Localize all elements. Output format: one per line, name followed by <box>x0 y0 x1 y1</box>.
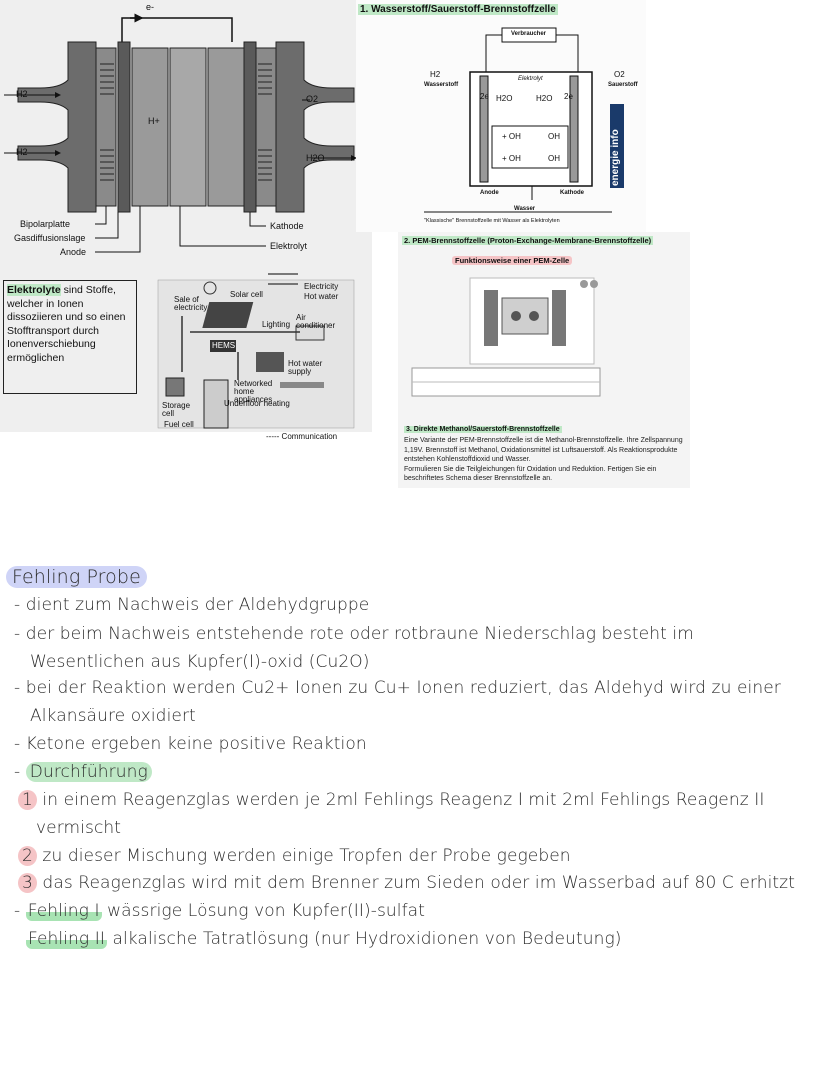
fehling-probe-heading: Fehling Probe <box>6 566 147 588</box>
step-2-line: 2 zu dieser Mischung werden einige Tropf… <box>18 846 571 866</box>
electron-label: e- <box>146 2 155 12</box>
note-line: - bei der Reaktion werden Cu2+ Ionen zu … <box>14 678 781 698</box>
elektrolyte-definition: sind Stoffe, welcher in Ionen dissoziier… <box>7 284 126 364</box>
kathode-cell-label: Kathode <box>560 190 584 196</box>
wasserstoff-cell-drawing <box>424 27 624 213</box>
underfloor-heating-label: Underfloor heating <box>224 399 290 408</box>
gasdiffusionslage-label: Gasdiffusionslage <box>14 233 86 243</box>
fehling-2-term: Fehling II <box>26 929 107 949</box>
fuelcell-stack-drawing <box>4 13 357 253</box>
wasserstoff-caption: "Klassische" Brennstoffzelle mit Wasser … <box>424 218 560 224</box>
step-3-number: 3 <box>18 873 37 893</box>
methanol-text: Eine Variante der PEM-Brennstoffzelle is… <box>404 436 683 484</box>
sale-of-electricity-label: Sale of electricity <box>174 295 208 312</box>
h2-bottom-label: H2 <box>16 147 28 157</box>
elektrolyte-definition-panel: Elektrolyte sind Stoffe, welcher in Ione… <box>0 262 150 432</box>
oh-left-bottom: + OH <box>502 154 521 163</box>
step-2-number: 2 <box>18 846 37 866</box>
bipolarplatte-label: Bipolarplatte <box>20 219 71 229</box>
elektrolyte-term: Elektrolyte <box>7 284 61 296</box>
note-line: - der beim Nachweis entstehende rote ode… <box>14 624 694 644</box>
h2o-label: H2O <box>306 153 325 163</box>
methanol-text-line: Formulieren Sie die Teilgleichungen für … <box>404 465 657 473</box>
fuelcell-stack-figure: e- H2 H2 O2 H2O H+ Bipolarplatte Gasdiff… <box>0 0 372 262</box>
energie-info-brand: energie info <box>610 129 621 186</box>
communication-legend: ----- Communication <box>266 432 338 441</box>
step-2-text: zu dieser Mischung werden einige Tropfen… <box>36 846 571 866</box>
oh-right-bottom: OH <box>548 154 560 163</box>
wasserstoff-label: Wasserstoff <box>424 82 459 88</box>
methanol-text-line: 1,19V. Brennstoff ist Methanol, Oxidatio… <box>404 446 678 454</box>
note-line: - dient zum Nachweis der Aldehydgruppe <box>14 595 370 615</box>
fehling-2-text: alkalische Tatratlösung (nur Hydroxidion… <box>106 929 622 949</box>
fehling-2-line: Fehling II alkalische Tatratlösung (nur … <box>26 929 622 949</box>
step-1-text: in einem Reagenzglas werden je 2ml Fehli… <box>36 790 765 810</box>
kathode-label: Kathode <box>270 221 304 231</box>
wasserstoff-panel: 1. Wasserstoff/Sauerstoff-Brennstoffzell… <box>356 0 646 232</box>
step-1-line: 1 in einem Reagenzglas werden je 2ml Feh… <box>18 790 764 810</box>
step-1-number: 1 <box>18 790 37 810</box>
methanol-heading: 3. Direkte Methanol/Sauerstoff-Brennstof… <box>404 426 562 433</box>
h2o-cathode-top: H2O <box>536 94 553 103</box>
note-line: - Ketone ergeben keine positive Reaktion <box>14 734 367 754</box>
solar-cell-label: Solar cell <box>230 290 263 299</box>
verbraucher-label: Verbraucher <box>511 31 547 37</box>
h2-top-label: H2 <box>16 89 28 99</box>
oh-left-top: + OH <box>502 132 521 141</box>
home-energy-figure: Electricity Hot water Sale of electricit… <box>150 262 372 441</box>
storage-cell-label: Storage cell <box>162 401 191 418</box>
elektrolyt-label: Elektrolyt <box>270 241 308 251</box>
fehling-1-line: - Fehling I wässrige Lösung von Kupfer(I… <box>14 901 425 921</box>
legend-hot-water: Hot water <box>304 292 339 301</box>
wasserstoff-title: 1. Wasserstoff/Sauerstoff-Brennstoffzell… <box>358 4 558 15</box>
o2-label: O2 <box>306 94 319 104</box>
step-3-line: 3 das Reagenzglas wird mit dem Brenner z… <box>18 873 795 893</box>
fehling-1-term: Fehling I <box>25 901 102 921</box>
durchfuehrung-heading: Durchführung <box>25 762 152 782</box>
lighting-label: Lighting <box>262 320 291 329</box>
step-1-continuation: vermischt <box>36 818 122 838</box>
durchfuehrung-line: - Durchführung <box>14 762 152 782</box>
durchfuehrung-dash: - <box>14 762 26 782</box>
elektrolyt-cell-label: Elektrolyt <box>518 76 543 82</box>
h2-inlet-label: H2 <box>430 70 441 79</box>
two-e-right: 2e <box>564 92 573 101</box>
step-3-text: das Reagenzglas wird mit dem Brenner zum… <box>36 873 795 893</box>
note-line: Alkansäure oxidiert <box>30 706 196 726</box>
o2-inlet-label: O2 <box>614 70 625 79</box>
h2o-anode-top: H2O <box>496 94 513 103</box>
oh-right-top: OH <box>548 132 560 141</box>
fehling-1-dash: - <box>14 901 26 921</box>
hems-label: HEMS <box>212 341 236 350</box>
two-e-left: 2e <box>480 92 489 101</box>
methanol-text-line: Eine Variante der PEM-Brennstoffzelle is… <box>404 437 683 444</box>
wasser-label: Wasser <box>514 206 536 212</box>
fehling-1-text: wässrige Lösung von Kupfer(II)-sulfat <box>101 901 425 921</box>
pem-cell-drawing <box>411 277 601 397</box>
elektrolyte-definition-box: Elektrolyte sind Stoffe, welcher in Ione… <box>3 280 137 394</box>
pem-panel: 2. PEM-Brennstoffzelle (Proton-Exchange-… <box>398 232 690 488</box>
methanol-text-line: beschriftetes Schema dieser Brennstoffze… <box>404 475 553 482</box>
networked-appliances-label: Networked home appliances <box>234 379 273 404</box>
proton-label: H+ <box>148 116 160 126</box>
home-energy-drawing <box>157 273 355 429</box>
hot-water-supply-label: Hot water supply <box>288 359 323 376</box>
notes-heading: Fehling Probe <box>6 566 147 588</box>
legend-electricity: Electricity <box>304 282 339 291</box>
pem-title: 2. PEM-Brennstoffzelle (Proton-Exchange-… <box>402 236 654 245</box>
air-conditioner-label: Air conditioner <box>296 313 336 330</box>
sauerstoff-label: Sauerstoff <box>608 82 638 88</box>
fuel-cell-label: Fuel cell <box>164 420 194 429</box>
anode-label: Anode <box>60 247 87 257</box>
methanol-text-line: entstehen Kohlenstoffdioxid und Wasser. <box>404 456 531 463</box>
pem-subtitle: Funktionsweise einer PEM-Zelle <box>452 256 573 265</box>
anode-cell-label: Anode <box>480 190 499 196</box>
note-line: Wesentlichen aus Kupfer(I)-oxid (Cu2O) <box>30 652 370 672</box>
